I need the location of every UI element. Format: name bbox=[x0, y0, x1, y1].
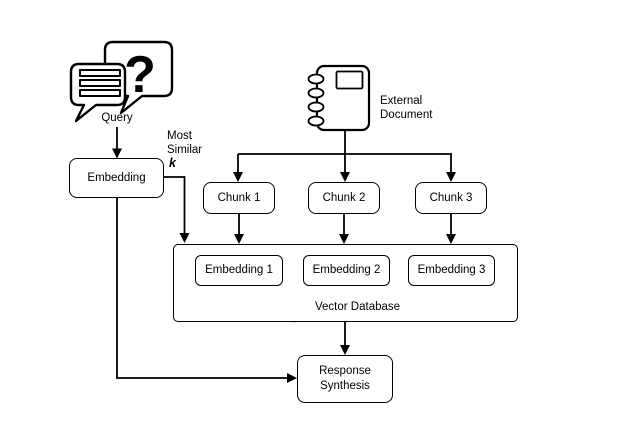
query-label: Query bbox=[101, 112, 133, 124]
notebook-rings bbox=[307, 73, 325, 127]
notebook-icon bbox=[307, 64, 371, 132]
chunk-3-label: Chunk 3 bbox=[429, 191, 473, 204]
question-mark-glyph: ? bbox=[124, 46, 156, 104]
chat-bubbles-icon: ? bbox=[69, 40, 174, 123]
text-bubble-lines bbox=[79, 69, 121, 97]
notebook-label-patch bbox=[335, 70, 364, 90]
chunk-3-node: Chunk 3 bbox=[415, 182, 487, 214]
chunk-2-label: Chunk 2 bbox=[322, 191, 366, 204]
embedding-node: Embedding bbox=[69, 158, 164, 198]
connector-document-splitter bbox=[238, 130, 452, 155]
embedding-1-label: Embedding 1 bbox=[205, 264, 273, 277]
external-document-line1: External bbox=[380, 95, 423, 107]
vector-database-label: Vector Database bbox=[315, 301, 401, 313]
connector-embedding-to-response bbox=[116, 198, 297, 383]
embedding-3-label: Embedding 3 bbox=[417, 264, 486, 277]
embedding-node-label: Embedding bbox=[87, 171, 146, 184]
chunk-1-label: Chunk 1 bbox=[217, 191, 261, 204]
response-synthesis-node: Response Synthesis bbox=[297, 355, 393, 403]
response-synthesis-label: Response Synthesis bbox=[298, 364, 392, 394]
embedding-1-node: Embedding 1 bbox=[195, 255, 283, 286]
embedding-2-node: Embedding 2 bbox=[303, 255, 390, 286]
chunk-1-node: Chunk 1 bbox=[203, 182, 275, 214]
external-document-line2: Document bbox=[380, 109, 433, 121]
most-similar-line2: Similar bbox=[167, 144, 203, 156]
embedding-3-node: Embedding 3 bbox=[408, 255, 495, 286]
most-similar-line1: Most bbox=[167, 130, 192, 142]
connector-most-similar-to-vector-db bbox=[164, 176, 190, 243]
connectors bbox=[112, 127, 456, 383]
response-synthesis-line1: Response bbox=[319, 365, 371, 378]
embedding-2-label: Embedding 2 bbox=[312, 264, 381, 277]
k-label: k bbox=[169, 156, 176, 170]
external-document-label: External Document bbox=[380, 94, 432, 122]
chunk-2-node: Chunk 2 bbox=[308, 182, 380, 214]
most-similar-label: Most Similar bbox=[167, 129, 202, 157]
response-synthesis-line2: Synthesis bbox=[320, 380, 370, 392]
